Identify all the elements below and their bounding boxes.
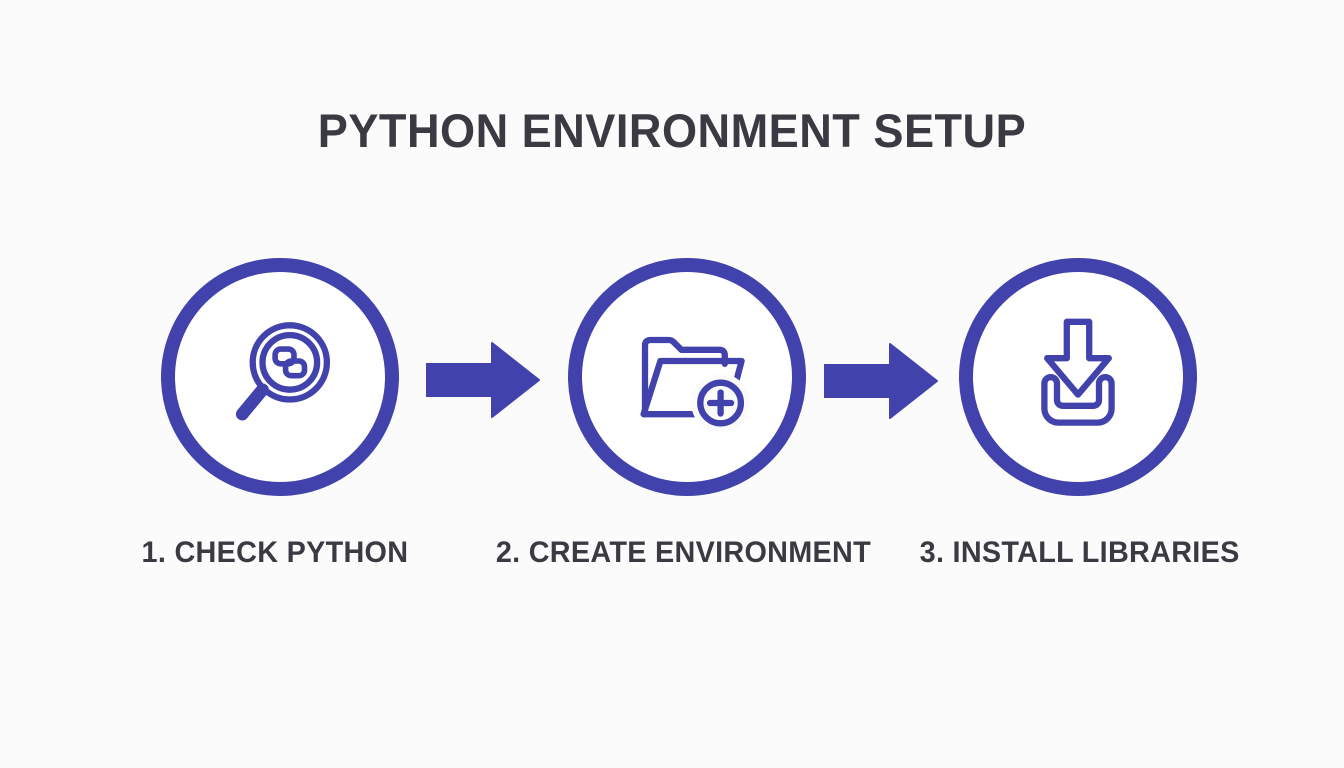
- step-circle-install-libraries: [959, 258, 1197, 496]
- diagram-title: PYTHON ENVIRONMENT SETUP: [317, 104, 1027, 157]
- step-circle-check-python: [161, 258, 399, 496]
- step-circle-create-environment: [568, 258, 806, 496]
- right-arrow-icon: [823, 343, 938, 419]
- step-label-check-python: 1. CHECK PYTHON: [141, 536, 409, 569]
- magnifier-python-icon: [210, 305, 350, 450]
- right-arrow-icon: [425, 342, 540, 418]
- step-label-install-libraries: 3. INSTALL LIBRARIES: [920, 536, 1240, 569]
- download-tray-icon: [1008, 305, 1148, 450]
- folder-plus-icon: [617, 305, 757, 450]
- step-label-create-environment: 2. CREATE ENVIRONMENT: [495, 536, 871, 569]
